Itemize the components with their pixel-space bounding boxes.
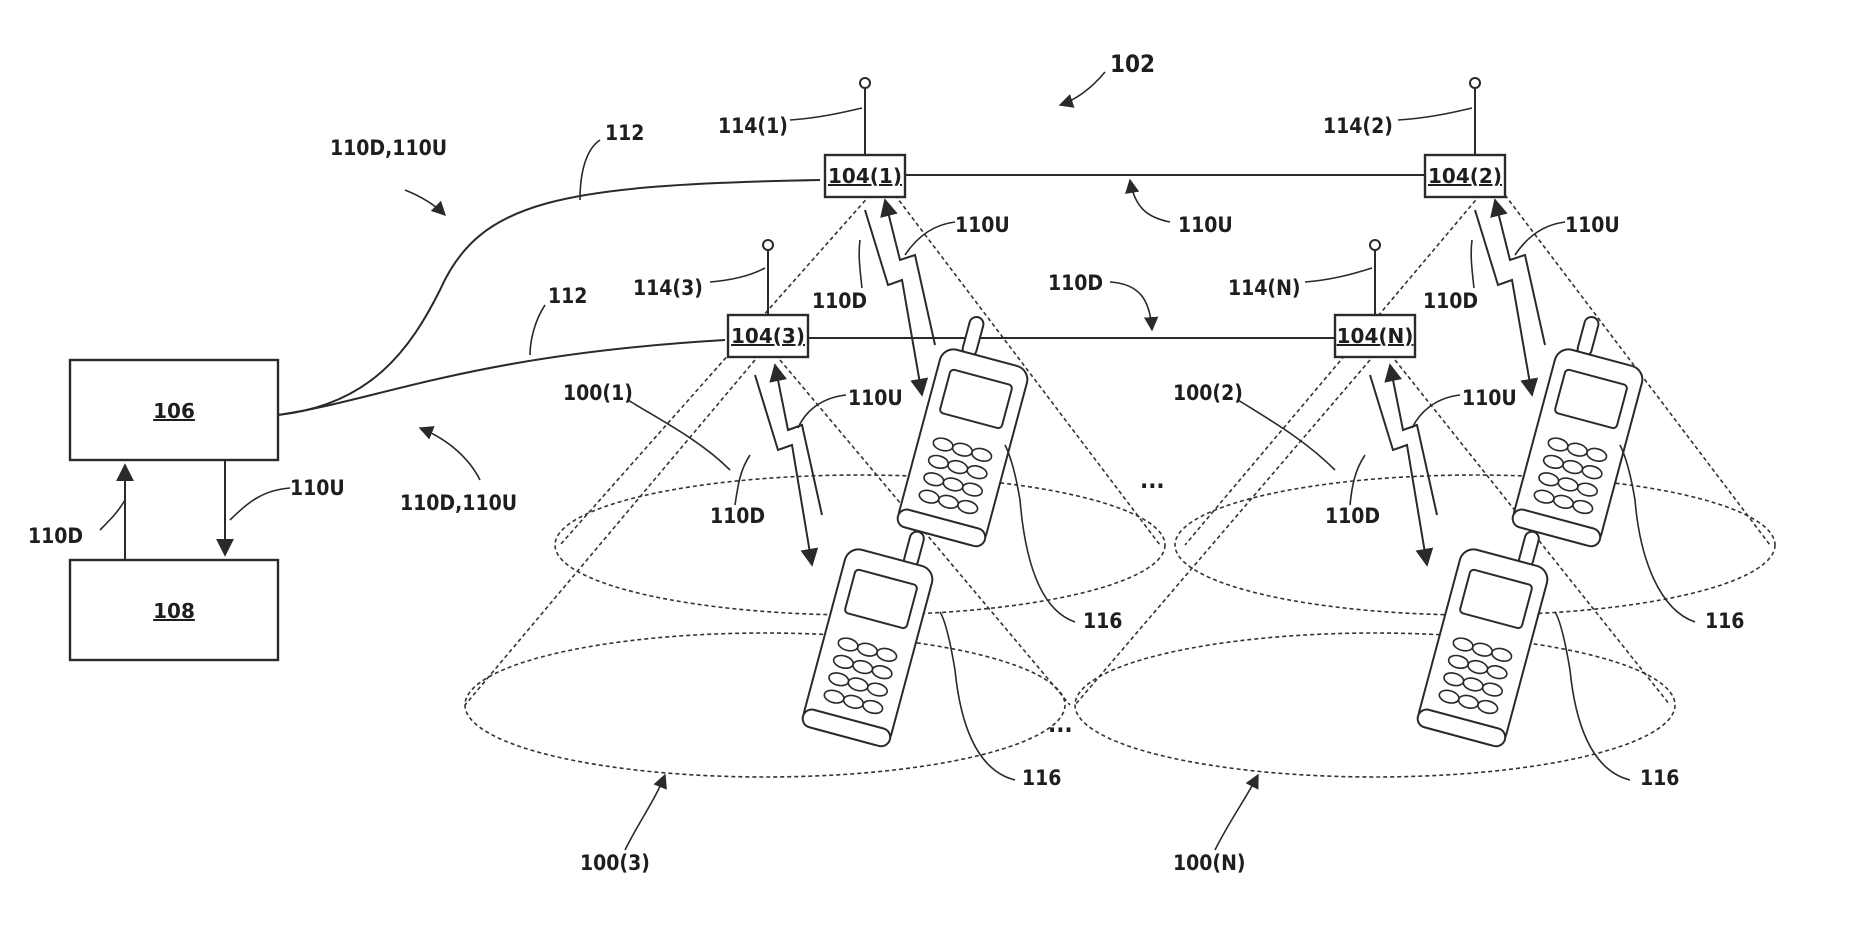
phone-bottom-left bbox=[801, 515, 944, 748]
device-label-1: 116 bbox=[1083, 609, 1122, 633]
radio-downlink-3: 110D bbox=[710, 504, 765, 528]
antenna-label-3: 114(3) bbox=[633, 276, 703, 300]
phone-bottom-right bbox=[1416, 515, 1559, 748]
cell-label-2: 100(2) bbox=[1173, 381, 1243, 405]
remote-unit-2: 104(2) bbox=[1425, 78, 1505, 197]
cable-label-top: 112 bbox=[605, 121, 644, 145]
remote-unit-1: 104(1) bbox=[825, 78, 905, 197]
radio-links bbox=[755, 200, 1545, 565]
device-label-2: 116 bbox=[1705, 609, 1744, 633]
cell-label-3: 100(3) bbox=[580, 851, 650, 875]
radio-downlink-2: 110D bbox=[1423, 289, 1478, 313]
radio-downlink-1: 110D bbox=[812, 289, 867, 313]
device-label-4: 116 bbox=[1640, 766, 1679, 790]
downlink-bus-label: 110D bbox=[1048, 271, 1103, 295]
combined-label-bottom: 110D,110U bbox=[400, 491, 517, 515]
sub-unit-label: 108 bbox=[153, 599, 195, 623]
antenna-label-N: 114(N) bbox=[1228, 276, 1301, 300]
cell-label-1: 100(1) bbox=[563, 381, 633, 405]
remote-unit-3: 104(3) bbox=[728, 240, 808, 357]
figure-ref: 102 bbox=[1110, 50, 1155, 78]
box-uplink-label: 110U bbox=[290, 476, 345, 500]
cable-label-mid: 112 bbox=[548, 284, 587, 308]
bus-lines bbox=[808, 175, 1425, 338]
phone-top-left bbox=[896, 311, 1040, 549]
svg-text:104(N): 104(N) bbox=[1337, 324, 1414, 348]
device-label-3: 116 bbox=[1022, 766, 1061, 790]
combined-label-top: 110D,110U bbox=[330, 136, 447, 160]
radio-uplink-3: 110U bbox=[848, 386, 903, 410]
remote-unit-N: 104(N) bbox=[1335, 240, 1415, 357]
phone-top-right bbox=[1511, 311, 1655, 549]
main-unit-label: 106 bbox=[153, 399, 195, 423]
radio-downlink-N: 110D bbox=[1325, 504, 1380, 528]
cell-label-N: 100(N) bbox=[1173, 851, 1246, 875]
svg-text:104(1): 104(1) bbox=[828, 164, 902, 188]
radio-uplink-2: 110U bbox=[1565, 213, 1620, 237]
radio-uplink-N: 110U bbox=[1462, 386, 1517, 410]
ellipsis-upper: ... bbox=[1140, 466, 1165, 494]
ellipsis-lower: ... bbox=[1048, 710, 1073, 738]
radio-uplink-1: 110U bbox=[955, 213, 1010, 237]
antenna-label-1: 114(1) bbox=[718, 114, 788, 138]
cell-100-3-boundary bbox=[465, 633, 1065, 777]
cell-100-N-boundary bbox=[1075, 633, 1675, 777]
uplink-bus-label: 110U bbox=[1178, 213, 1233, 237]
head-end-equipment: 106 108 bbox=[70, 360, 278, 660]
antenna-label-2: 114(2) bbox=[1323, 114, 1393, 138]
svg-text:104(3): 104(3) bbox=[731, 324, 805, 348]
box-downlink-label: 110D bbox=[28, 524, 83, 548]
svg-text:104(2): 104(2) bbox=[1428, 164, 1502, 188]
